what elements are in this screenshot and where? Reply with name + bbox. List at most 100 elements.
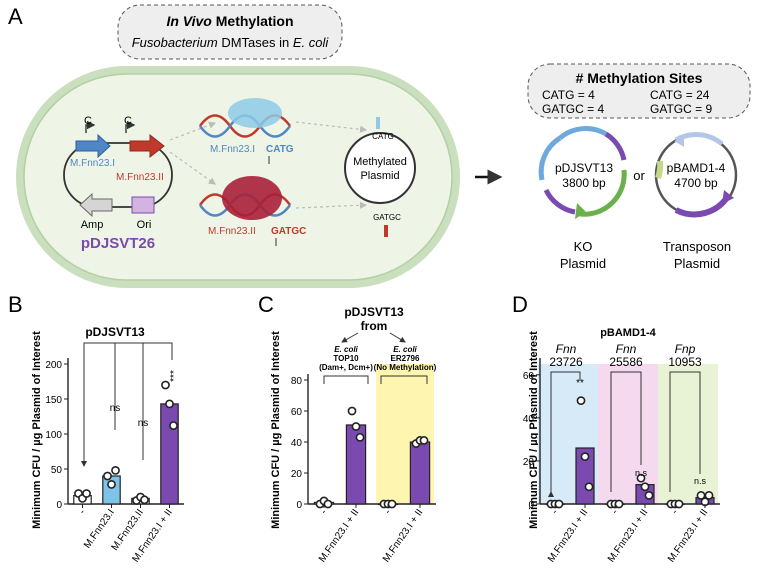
data-point	[169, 421, 178, 430]
promoter2-icon	[125, 120, 136, 133]
data-point	[580, 452, 590, 462]
data-point	[419, 436, 429, 445]
data-point	[554, 499, 564, 509]
x-tick-label: -	[319, 507, 330, 516]
c-ylabel: Minimum CFU / µg Plasmid of Interest	[270, 331, 282, 529]
c-group2-name3: (No Methylation)	[374, 363, 437, 372]
ori-label: Ori	[137, 219, 152, 231]
data-point	[584, 482, 594, 492]
y-tick-label: 40	[523, 414, 535, 425]
d-sig-3: n.s	[694, 476, 707, 486]
d-group3-bg	[658, 364, 718, 504]
data-point	[161, 380, 170, 390]
panel-label-c: C	[258, 292, 274, 317]
tn-arrowhead-blue	[674, 137, 684, 147]
motif1-label: CATG	[266, 144, 294, 155]
tn-label-2: Plasmid	[674, 256, 720, 271]
plasmid-name: pDJSVT26	[81, 235, 155, 252]
y-tick-label: 0	[296, 500, 302, 511]
d-group3-name: Fnp	[675, 342, 696, 356]
y-tick-label: 60	[523, 371, 535, 382]
b-bracket-1	[83, 342, 173, 393]
ori-box	[131, 196, 155, 214]
y-tick-label: 20	[291, 469, 303, 480]
data-point	[636, 473, 646, 483]
gene2-label: M.Fnn23.II	[116, 172, 164, 183]
y-tick-label: 200	[45, 360, 62, 371]
d-group2-name: Fnn	[616, 342, 637, 356]
promoter1-icon	[85, 120, 96, 133]
sites-box	[527, 63, 751, 119]
b-ylabel: Minimum CFU / µg Plasmid of Interest	[31, 331, 43, 529]
panel-label-d: D	[512, 292, 528, 317]
data-point	[107, 479, 116, 489]
data-point	[704, 490, 714, 500]
site2-marker	[384, 225, 388, 237]
ko-plasmid-ring	[538, 126, 627, 217]
tn-arc-purple	[674, 194, 731, 218]
c-group2-name2: ER2796	[391, 354, 420, 363]
tn-arc-blue	[674, 132, 724, 146]
d-ylabel: Minimum CFU / µg Plasmid of Interest	[528, 331, 540, 529]
site2-motif: GATGC	[373, 213, 401, 222]
x-tick-label: -	[77, 507, 88, 516]
c-group1-name2: TOP10	[333, 354, 359, 363]
y-tick-label: 60	[291, 407, 303, 418]
x-tick-label: M.Fnn23.I + II	[381, 507, 426, 564]
c-group1-name3: (Dam+, Dcm+)	[319, 363, 373, 372]
x-tick-label: M.Fnn23.I + II	[606, 507, 651, 564]
d-group1-number: 23726	[549, 355, 583, 369]
y-tick-label: 150	[45, 395, 62, 406]
x-tick-label: -	[610, 507, 621, 516]
d-group2-number: 25586	[609, 355, 643, 369]
gene1-arrow	[75, 133, 111, 159]
ko-name: pDJSVT13	[555, 161, 613, 175]
data-point	[82, 489, 91, 498]
y-tick-label: 100	[45, 430, 62, 441]
tn-arrowhead-purple	[722, 190, 734, 204]
c-title: pDJSVT13	[344, 305, 404, 319]
d-sig-1: **	[576, 378, 584, 389]
data-point	[140, 495, 149, 505]
y-tick-label: 50	[51, 465, 63, 476]
sites-title: # Methylation Sites	[576, 70, 703, 86]
ko-arrowhead	[575, 203, 586, 219]
enzyme1-icon	[228, 98, 282, 128]
site1-motif: CATG	[372, 132, 394, 141]
methylated-label-2: Plasmid	[360, 170, 399, 182]
x-tick-label: -	[670, 507, 681, 516]
d-group1-name: Fnn	[556, 342, 577, 356]
ko-size: 3800 bp	[562, 176, 606, 190]
x-tick-label: -	[550, 507, 561, 516]
site1-marker	[376, 117, 380, 129]
d-sig-2: n.s	[635, 468, 648, 478]
or-label: or	[633, 168, 645, 183]
b-title: pDJSVT13	[85, 325, 145, 339]
c-bracket-1	[323, 375, 369, 384]
y-tick-label: 0	[528, 500, 534, 511]
c-arrow-left	[341, 332, 359, 343]
y-tick-label: 20	[523, 457, 535, 468]
data-point	[347, 406, 357, 416]
b-sig-2: ns	[138, 418, 149, 429]
x-tick-label: M.Fnn23.I + II	[317, 507, 362, 564]
data-point	[103, 471, 112, 481]
data-point	[355, 432, 365, 442]
c-bracket-2	[380, 375, 428, 384]
y-tick-label: 0	[56, 500, 62, 511]
panel-label-b: B	[8, 292, 23, 317]
header-title: In Vivo Methylation	[166, 13, 293, 29]
sites-right-1: CATG = 24	[650, 88, 710, 102]
sites-right-2: GATGC = 9	[650, 102, 712, 116]
tn-label-1: Transposon	[663, 239, 731, 254]
enzyme2-icon	[222, 176, 282, 220]
d-bracket-3	[669, 371, 701, 492]
promoter2-label: C	[124, 115, 132, 127]
bar	[409, 441, 431, 505]
motif2-label: GATGC	[271, 226, 306, 237]
x-tick-label: M.Fnn23.I + II	[666, 507, 711, 564]
amp-arrow	[79, 192, 113, 218]
data-point	[387, 499, 397, 509]
d-title: pBAMD1-4	[600, 327, 656, 339]
